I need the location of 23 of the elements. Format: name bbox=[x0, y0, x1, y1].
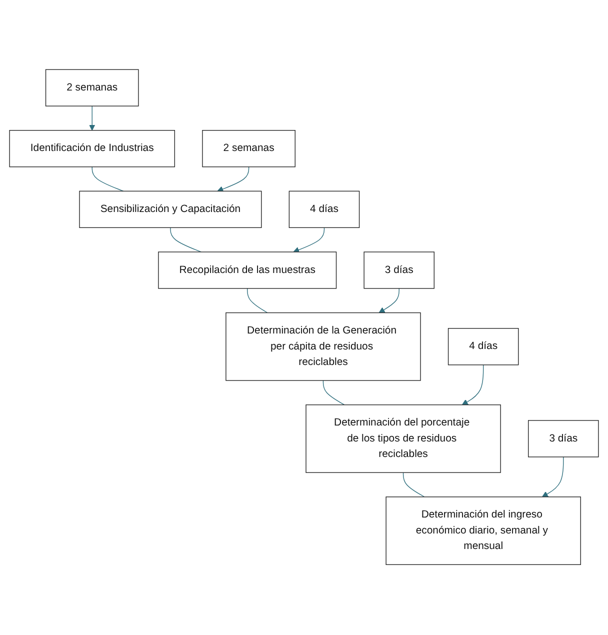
connector bbox=[92, 166, 124, 192]
node-box: 4 días bbox=[448, 328, 519, 366]
arrow bbox=[542, 456, 564, 498]
connector bbox=[322, 380, 345, 406]
arrow bbox=[378, 288, 400, 314]
arrow bbox=[89, 106, 96, 132]
connector bbox=[402, 472, 425, 498]
node-box: Identificación de Industrias bbox=[9, 130, 175, 168]
arrow bbox=[462, 364, 484, 406]
connector bbox=[170, 228, 202, 253]
node-box: Recopilación de las muestras bbox=[158, 252, 337, 290]
node-box: Determinación del ingreso económico diario, semanal y mensual bbox=[386, 496, 581, 566]
node-box: Determinación de la Generación per cápita de residuos reciclables bbox=[226, 312, 421, 382]
node-box: 2 semanas bbox=[202, 130, 296, 168]
node-box: Determinación del porcentaje de los tipos de residuos reciclables bbox=[306, 404, 501, 474]
node-box: 3 días bbox=[528, 420, 599, 458]
node-box: 4 días bbox=[288, 191, 360, 228]
node-box: Sensibilización y Capacitación bbox=[79, 191, 262, 228]
connector bbox=[247, 288, 268, 314]
node-box: 2 semanas bbox=[45, 70, 139, 107]
arrow bbox=[293, 228, 325, 254]
arrow bbox=[217, 166, 250, 192]
node-box: 3 días bbox=[364, 252, 434, 290]
